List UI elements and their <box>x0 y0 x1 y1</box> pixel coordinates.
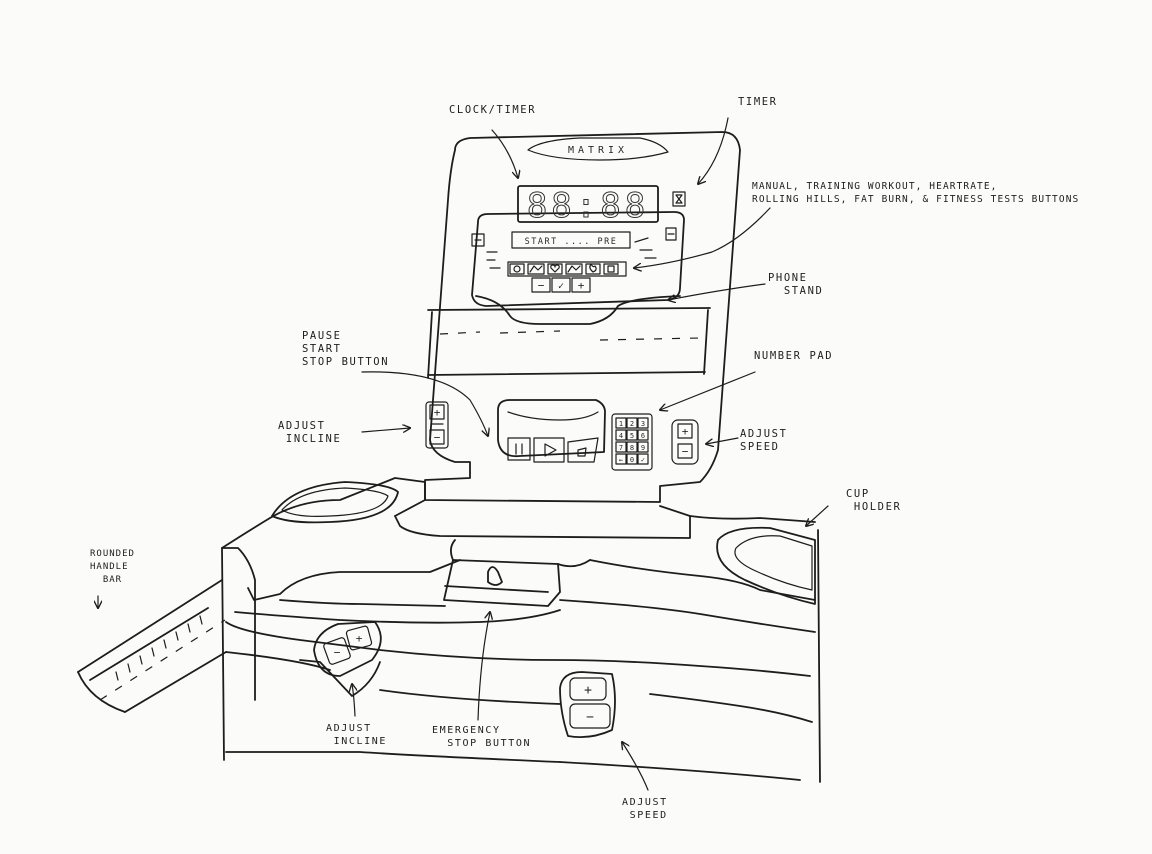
clock-timer-label: CLOCK/TIMER <box>449 104 536 117</box>
adjust-incline-handle-label: ADJUST INCLINE <box>326 722 387 748</box>
number-pad-key-1[interactable]: 1 <box>616 418 626 428</box>
timer-label: TIMER <box>738 96 778 109</box>
speed-down-label: − <box>682 445 689 458</box>
number-pad-key-3[interactable]: 3 <box>638 418 648 428</box>
number-pad-key-back-label: ← <box>619 456 623 464</box>
pause-start-stop-label: PAUSE START STOP BUTTON <box>302 330 389 369</box>
number-pad-key-7[interactable]: 7 <box>616 442 626 452</box>
number-pad-key-enter-label: ✓ <box>641 456 645 464</box>
number-pad-key-3-label: 3 <box>641 420 645 428</box>
number-pad-key-7-label: 7 <box>619 444 623 452</box>
console-speed-keys: + − <box>678 424 692 458</box>
transport-buttons <box>508 438 598 462</box>
adjust-speed-handle-label: ADJUST SPEED <box>622 796 668 822</box>
value-confirm-label: ✓ <box>558 281 564 292</box>
number-pad-key-9-label: 9 <box>641 444 645 452</box>
program-button-rolling-hills[interactable] <box>566 264 582 274</box>
handlebar-ticks <box>116 616 202 680</box>
cup-holder-label: CUP HOLDER <box>846 488 901 514</box>
number-pad-key-8[interactable]: 8 <box>627 442 637 452</box>
program-buttons <box>510 264 618 274</box>
program-button-manual[interactable] <box>510 264 524 274</box>
emergency-stop-label: EMERGENCY STOP BUTTON <box>432 724 531 750</box>
number-pad-key-2-label: 2 <box>630 420 634 428</box>
number-pad-label: NUMBER PAD <box>754 350 833 363</box>
program-button-fat-burn[interactable] <box>586 264 600 274</box>
number-pad-key-2[interactable]: 2 <box>627 418 637 428</box>
stop-icon <box>578 448 586 456</box>
message-display: START .... PRE <box>525 237 618 247</box>
value-plus-label: + <box>578 279 585 292</box>
number-pad-key-0[interactable]: 0 <box>627 454 637 464</box>
handlebar-incline-down-label: − <box>334 646 341 659</box>
number-pad-key-4-label: 4 <box>619 432 623 440</box>
handlebar-speed-buttons: + − <box>570 678 610 728</box>
handlebar-speed-up-label: + <box>584 683 592 698</box>
adjust-incline-console-label: ADJUST INCLINE <box>278 420 341 446</box>
incline-down-label: − <box>434 431 441 444</box>
program-button-training[interactable] <box>528 264 544 274</box>
number-pad-key-6[interactable]: 6 <box>638 430 648 440</box>
brand-label: MATRIX <box>568 145 628 156</box>
incline-up-label: + <box>434 406 441 419</box>
number-pad-key-4[interactable]: 4 <box>616 430 626 440</box>
start-button[interactable] <box>534 438 564 462</box>
number-pad: 1 2 3 4 5 6 7 8 9 ← 0 ✓ <box>616 418 648 464</box>
program-button-fitness-test[interactable] <box>604 264 618 274</box>
number-pad-key-1-label: 1 <box>619 420 623 428</box>
number-pad-key-5-label: 5 <box>630 432 634 440</box>
speed-up-label: + <box>682 425 689 438</box>
adjust-speed-console-label: ADJUST SPEED <box>740 428 788 454</box>
number-pad-key-9[interactable]: 9 <box>638 442 648 452</box>
number-pad-key-enter[interactable]: ✓ <box>638 454 648 464</box>
value-minus-label: − <box>538 279 545 292</box>
phone-stand-label: PHONE STAND <box>768 272 823 298</box>
number-pad-key-0-label: 0 <box>630 456 634 464</box>
number-pad-key-8-label: 8 <box>630 444 634 452</box>
program-button-heartrate[interactable] <box>548 264 562 274</box>
stop-button[interactable] <box>568 438 598 462</box>
rounded-handle-bar-label: ROUNDED HANDLE BAR <box>90 548 135 587</box>
clock-display: 88:88 <box>527 186 649 226</box>
lower-console <box>426 400 698 470</box>
handlebar-speed-down-label: − <box>586 710 594 725</box>
program-buttons-label: MANUAL, TRAINING WORKOUT, HEARTRATE, ROL… <box>752 180 1079 206</box>
number-pad-key-back[interactable]: ← <box>616 454 626 464</box>
value-buttons: − ✓ + <box>532 278 590 292</box>
number-pad-key-6-label: 6 <box>641 432 645 440</box>
number-pad-key-5[interactable]: 5 <box>627 430 637 440</box>
handlebar-incline-up-label: + <box>356 632 363 645</box>
annotation-arrows <box>98 118 828 790</box>
emergency-stop-button[interactable] <box>444 540 590 606</box>
